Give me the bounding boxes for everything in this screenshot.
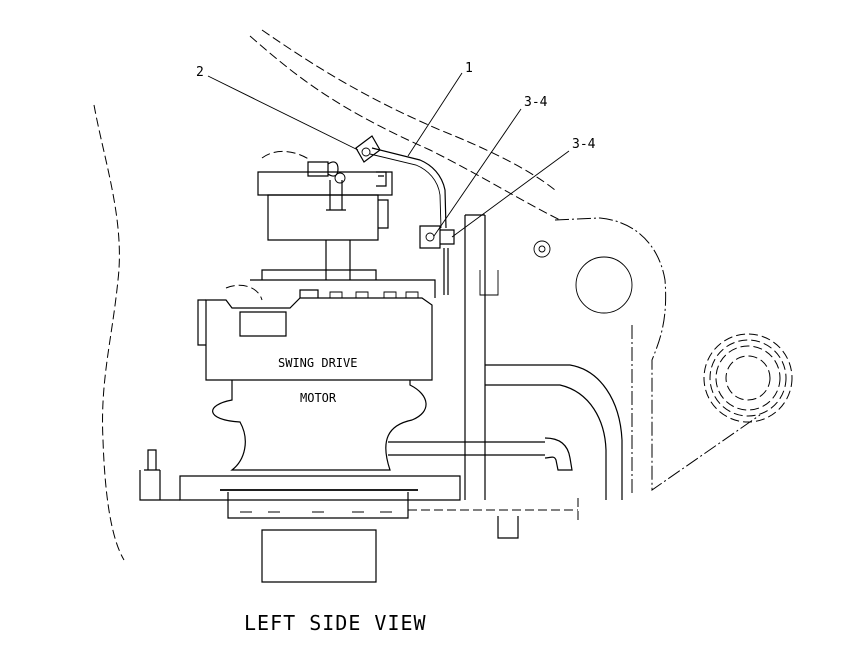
leader-item-1 xyxy=(407,72,463,157)
frame-bore xyxy=(575,256,633,314)
hose-elbow xyxy=(544,437,573,471)
center-fitting xyxy=(299,289,319,298)
label-motor: MOTOR xyxy=(300,391,337,405)
right-frame-outline xyxy=(554,217,761,491)
top-bolt-row xyxy=(329,291,419,298)
frame-boss-small-inner xyxy=(538,245,546,253)
turntable-left-step xyxy=(139,470,180,501)
valve-body xyxy=(267,194,379,241)
valve-cap xyxy=(307,161,339,177)
ring-mid-2 xyxy=(715,345,781,411)
drain-fitting xyxy=(497,516,519,539)
clip-bracket xyxy=(419,225,441,249)
leader-item-2 xyxy=(207,75,359,151)
linkage-rod xyxy=(371,147,447,229)
ring-outer xyxy=(703,333,793,423)
frame-boss-small xyxy=(533,240,551,258)
left-port-detail xyxy=(239,311,287,337)
left-post xyxy=(144,449,160,471)
view-title: LEFT SIDE VIEW xyxy=(244,611,427,635)
callout-3-4-lower: 3-4 xyxy=(572,137,596,152)
label-swing-drive: SWING DRIVE xyxy=(278,356,357,370)
clip-bolt xyxy=(425,232,435,242)
swing-gear-housing xyxy=(227,492,409,519)
valve-stem xyxy=(325,240,351,280)
valve-rod xyxy=(326,180,346,211)
lower-dashed-base xyxy=(408,498,579,520)
left-frame-outline xyxy=(93,104,125,561)
left-port-block xyxy=(197,299,206,346)
horizontal-tube-lower xyxy=(485,384,607,500)
motor-housing xyxy=(212,380,427,471)
drive-flange xyxy=(250,269,436,298)
linkage-rod-2 xyxy=(369,153,442,229)
valve-right-plug xyxy=(376,171,387,187)
valve-pivot xyxy=(334,172,346,184)
small-bracket xyxy=(479,270,499,296)
horizontal-tube-upper xyxy=(485,364,623,500)
swing-drive-housing xyxy=(205,297,433,381)
pinion-housing xyxy=(261,529,377,583)
callout-3-4-upper: 3-4 xyxy=(524,95,548,110)
turntable-plate xyxy=(179,475,461,501)
ring-inner xyxy=(725,355,771,401)
callout-1: 1 xyxy=(465,61,473,76)
leader-item-3-4-b xyxy=(451,150,570,238)
callout-2: 2 xyxy=(196,65,204,80)
ring-mid-1 xyxy=(709,339,787,417)
leader-item-3-4-a xyxy=(433,108,522,237)
upper-guard-outline xyxy=(249,35,561,221)
clip-tab xyxy=(440,229,455,245)
valve-dashed-top xyxy=(261,151,311,161)
valve-top xyxy=(257,171,393,196)
valve-side-right xyxy=(378,199,389,229)
left-dashed-fitting xyxy=(225,284,263,301)
clip-hose-down xyxy=(443,248,449,295)
upper-guard-outline-inner xyxy=(261,29,556,191)
switch-bolt xyxy=(361,147,371,157)
